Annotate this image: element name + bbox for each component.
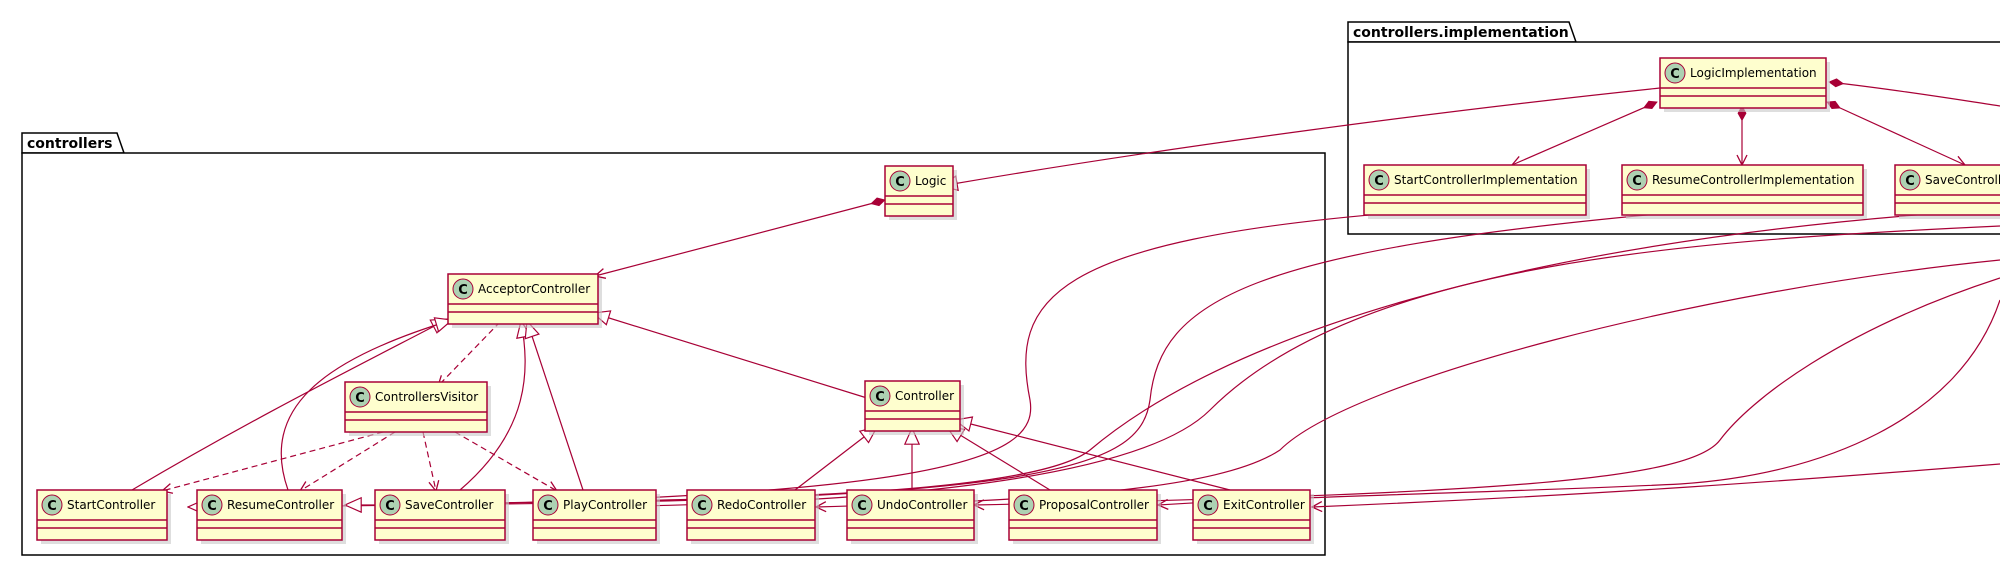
class-name: ProposalController: [1039, 498, 1149, 512]
class-name: UndoController: [877, 498, 967, 512]
class-controllers-visitor: C ControllersVisitor: [344, 381, 491, 436]
class-save-controller: C SaveController: [374, 489, 509, 544]
class-box: [686, 489, 816, 541]
class-stereotype-badge: [1899, 169, 1921, 191]
class-box: [196, 489, 343, 541]
class-stereotype-badge: [537, 494, 559, 516]
class-stereotype-letter: C: [1019, 499, 1029, 514]
class-acceptor-controller: C AcceptorController: [447, 273, 602, 328]
edge-realization: [345, 211, 1681, 505]
class-stereotype-letter: C: [355, 391, 365, 406]
package-label: controllers.implementation: [1353, 25, 1569, 41]
class-exit-controller: C ExitController: [1192, 489, 1314, 544]
edge-realization: [941, 87, 1661, 186]
class-name: AcceptorController: [478, 282, 590, 296]
class-name: PlayController: [563, 498, 647, 512]
class-logic: C Logic: [884, 165, 957, 220]
edge-association: [1312, 463, 2000, 507]
edge-inheritance: [794, 427, 877, 491]
relations: AcceptorController --> StartControllerIm…: [131, 82, 2000, 507]
edge-inheritance: [527, 321, 584, 491]
class-redo-controller: C RedoController: [686, 489, 819, 544]
class-controller: C Controller: [864, 380, 964, 435]
edge-inheritance: [280, 320, 452, 491]
class-name: RedoController: [717, 498, 806, 512]
package-label: controllers: [27, 136, 112, 152]
edge-association: [974, 277, 2000, 505]
class-stereotype-badge: [691, 494, 713, 516]
edge-composition: [1829, 82, 2000, 107]
class-stereotype-badge: [201, 494, 223, 516]
class-stereotype-letter: C: [207, 499, 217, 514]
class-stereotype-badge: [1013, 494, 1035, 516]
edge-composition: [1512, 102, 1657, 165]
class-stereotype-letter: C: [875, 390, 885, 405]
class-box: [1659, 57, 1827, 109]
class-stereotype-badge: [41, 494, 63, 516]
class-resume-controller-implementation: C ResumeControllerImplementation: [1621, 164, 1867, 219]
class-box: [1621, 164, 1864, 216]
class-name: ExitController: [1223, 498, 1305, 512]
class-stereotype-letter: C: [895, 175, 905, 190]
class-box: [344, 381, 488, 433]
class-stereotype-badge: [1197, 494, 1219, 516]
class-name: Logic: [915, 174, 946, 188]
class-stereotype-letter: C: [1670, 67, 1680, 82]
class-stereotype-badge: [1368, 169, 1390, 191]
edge-inheritance: [593, 313, 868, 399]
class-stereotype-badge: [349, 386, 371, 408]
class-resume-controller: C ResumeController: [196, 489, 346, 544]
class-stereotype-letter: C: [1203, 499, 1213, 514]
class-stereotype-letter: C: [1374, 174, 1384, 189]
class-name: StartController: [67, 498, 155, 512]
class-stereotype-badge: [889, 170, 911, 192]
class-name: ResumeController: [227, 498, 334, 512]
edge-dependency: [422, 431, 436, 491]
class-name: ControllersVisitor: [375, 390, 478, 404]
class-play-controller: C PlayController: [532, 489, 660, 544]
edge-inheritance: [955, 420, 1231, 491]
class-stereotype-letter: C: [543, 499, 553, 514]
class-stereotype-letter: C: [47, 499, 57, 514]
class-box: [447, 273, 599, 325]
class-undo-controller: C UndoController: [846, 489, 978, 544]
class-stereotype-letter: C: [385, 499, 395, 514]
class-stereotype-badge: [1626, 169, 1648, 191]
class-box: [1008, 489, 1158, 541]
class-name: LogicImplementation: [1690, 66, 1817, 80]
edge-inheritance: [131, 319, 448, 491]
class-stereotype-letter: C: [458, 283, 468, 298]
class-stereotype-letter: C: [1905, 174, 1915, 189]
edge-composition: [595, 200, 885, 276]
edge-dependency: [300, 431, 396, 491]
class-stereotype-letter: C: [697, 499, 707, 514]
edge-inheritance: [947, 427, 1051, 491]
class-proposal-controller: C ProposalController: [1008, 489, 1161, 544]
class-name: StartControllerImplementation: [1394, 173, 1578, 187]
edge-composition: [1827, 102, 1965, 165]
class-stereotype-letter: C: [1632, 174, 1642, 189]
edge-dependency: [438, 321, 501, 386]
class-stereotype-badge: [869, 385, 891, 407]
edge-inheritance: [459, 321, 525, 491]
class-save-controller-impl: C SaveControll: [1894, 164, 2000, 219]
class-stereotype-badge: [452, 278, 474, 300]
class-name: ResumeControllerImplementation: [1652, 173, 1854, 187]
class-name: SaveControll: [1925, 173, 2000, 187]
class-logic-implementation: C LogicImplementation: [1659, 57, 1830, 112]
class-name: SaveController: [405, 498, 494, 512]
class-start-controller-implementation: C StartControllerImplementation: [1363, 164, 1590, 219]
class-box: [1363, 164, 1587, 216]
class-stereotype-letter: C: [857, 499, 867, 514]
class-start-controller: C StartController: [36, 489, 171, 544]
class-stereotype-badge: [379, 494, 401, 516]
class-stereotype-badge: [851, 494, 873, 516]
class-name: Controller: [895, 389, 954, 403]
edge-dependency: [162, 431, 384, 491]
class-stereotype-badge: [1664, 62, 1686, 84]
